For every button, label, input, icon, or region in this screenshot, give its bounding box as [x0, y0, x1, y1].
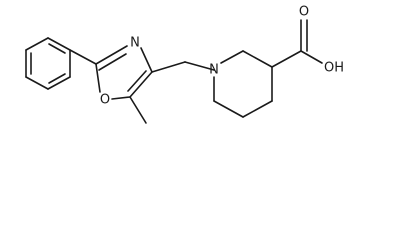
bond	[47, 37, 71, 51]
bond	[242, 50, 273, 68]
oxazole-ring	[95, 45, 153, 100]
double-bond-inner	[127, 70, 147, 92]
bond	[300, 50, 323, 64]
atom-labels: N O N OH O	[100, 5, 344, 108]
bond	[111, 96, 131, 100]
phenyl-ring	[25, 37, 71, 90]
methyl-bond	[129, 96, 147, 124]
atom-label-oxazole-n: N	[130, 36, 140, 51]
double-bond-inner	[48, 73, 66, 84]
bond	[271, 50, 302, 68]
piperidine-ring	[213, 50, 273, 118]
bond	[25, 37, 49, 51]
double-bond-inner	[48, 43, 66, 54]
atom-label-oxazole-o: O	[100, 93, 110, 108]
atom-label-piperidine-n: N	[209, 63, 219, 78]
bond	[213, 100, 244, 118]
bond	[140, 47, 153, 73]
bond	[151, 61, 186, 73]
bond	[25, 76, 49, 90]
structure-canvas: N O N OH O	[25, 4, 345, 124]
double-bond-inner	[98, 53, 127, 71]
bond	[47, 76, 71, 90]
bond	[129, 71, 153, 98]
carboxylic-acid-group	[271, 19, 323, 68]
bond	[69, 49, 97, 65]
bond	[242, 100, 273, 118]
bond	[184, 61, 215, 71]
atom-label-hydroxyl: OH	[324, 61, 344, 76]
bond	[95, 63, 101, 93]
bond	[95, 45, 128, 65]
atom-label-carbonyl-o: O	[299, 5, 309, 20]
molecule-structure: N O N OH O	[25, 5, 344, 124]
bond	[220, 50, 244, 64]
